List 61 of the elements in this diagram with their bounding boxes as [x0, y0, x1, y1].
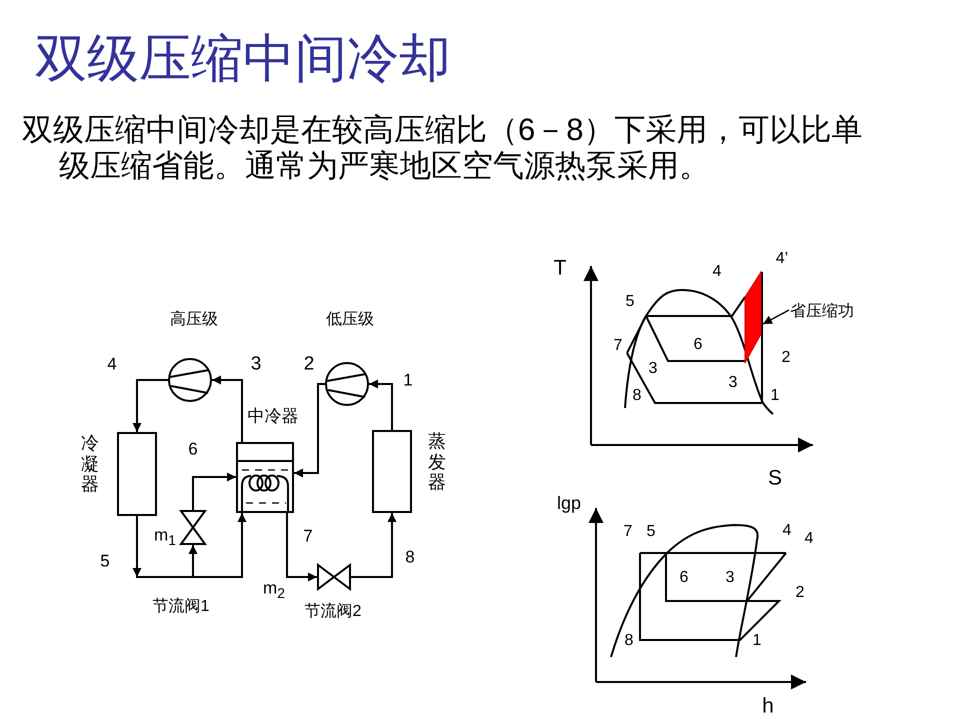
state-point-number: 1	[770, 387, 780, 405]
component-label: 节流阀1	[152, 598, 210, 616]
body-text: 双级压缩中间冷却是在较高压缩比（6－8）下采用，可以比单级压缩省能。通常为严寒地区空气源热泵采用。	[22, 112, 864, 184]
flow-arrow	[192, 472, 236, 510]
shaded-area	[745, 272, 762, 363]
state-point-number: 8	[405, 548, 415, 568]
intercooler-vessel	[236, 442, 294, 513]
state-point-number: 3	[728, 374, 738, 392]
condenser-box	[117, 432, 157, 516]
state-point-number: 6	[680, 569, 688, 587]
variable-label: m$_{1}$	[154, 526, 176, 550]
component-label: 低压级	[326, 311, 374, 329]
state-point-number: 4	[712, 263, 722, 281]
state-point-number: 5	[646, 523, 656, 541]
slide-title: 双级压缩中间冷却	[35, 30, 451, 90]
flow-arrow	[351, 513, 396, 578]
axis-label: T	[554, 256, 566, 280]
axis-label: h	[762, 694, 774, 718]
throttle-valve-symbol	[180, 510, 206, 545]
component-label: 中冷器	[248, 408, 298, 426]
state-point-number: 7	[614, 337, 622, 355]
state-point-number: 8	[632, 387, 642, 405]
component-label: 冷凝器	[81, 432, 99, 496]
flow-arrow	[212, 376, 243, 442]
state-point-number: 8	[624, 632, 634, 650]
leader-arrow	[762, 309, 790, 325]
state-point-number: 4	[107, 356, 117, 374]
state-point-number: 2	[304, 354, 314, 376]
flow-arrow	[193, 513, 246, 578]
state-point-number: 1	[403, 372, 413, 390]
state-point-number: 3	[726, 569, 734, 587]
state-point-number: 2	[796, 584, 804, 602]
component-label: 高压级	[170, 311, 218, 329]
state-point-number: 7	[624, 523, 632, 541]
state-point-number: 1	[752, 632, 762, 650]
state-point-number: 3	[250, 354, 262, 376]
evaporator-box	[372, 430, 412, 513]
axis-label: S	[768, 466, 782, 490]
state-point-number: 3	[648, 360, 658, 378]
state-point-number: 7	[303, 528, 313, 546]
component-label: 节流阀2	[304, 603, 362, 621]
state-point-number: 4’	[776, 250, 788, 268]
flow-arrow	[294, 383, 325, 478]
compressor-symbol	[325, 362, 369, 406]
state-point-number: 5	[100, 552, 110, 572]
state-point-number: 6	[188, 440, 198, 460]
axis-label: lgp	[556, 494, 582, 514]
state-point-number: 2	[782, 349, 790, 367]
throttle-valve-symbol	[317, 564, 351, 590]
flow-arrow	[286, 513, 317, 582]
flow-arrow	[188, 545, 198, 577]
flow-arrow	[369, 380, 393, 430]
state-point-number: 6	[694, 336, 702, 354]
state-point-number: 5	[626, 293, 634, 311]
state-point-number: 4	[782, 522, 792, 540]
variable-label: m$_{2}$	[262, 580, 286, 602]
flow-arrow	[132, 379, 168, 432]
state-point-number: 4	[804, 530, 814, 548]
annotation-text: 省压缩功	[790, 302, 854, 322]
compressor-symbol	[168, 358, 212, 402]
component-label: 蒸发器	[428, 430, 446, 494]
